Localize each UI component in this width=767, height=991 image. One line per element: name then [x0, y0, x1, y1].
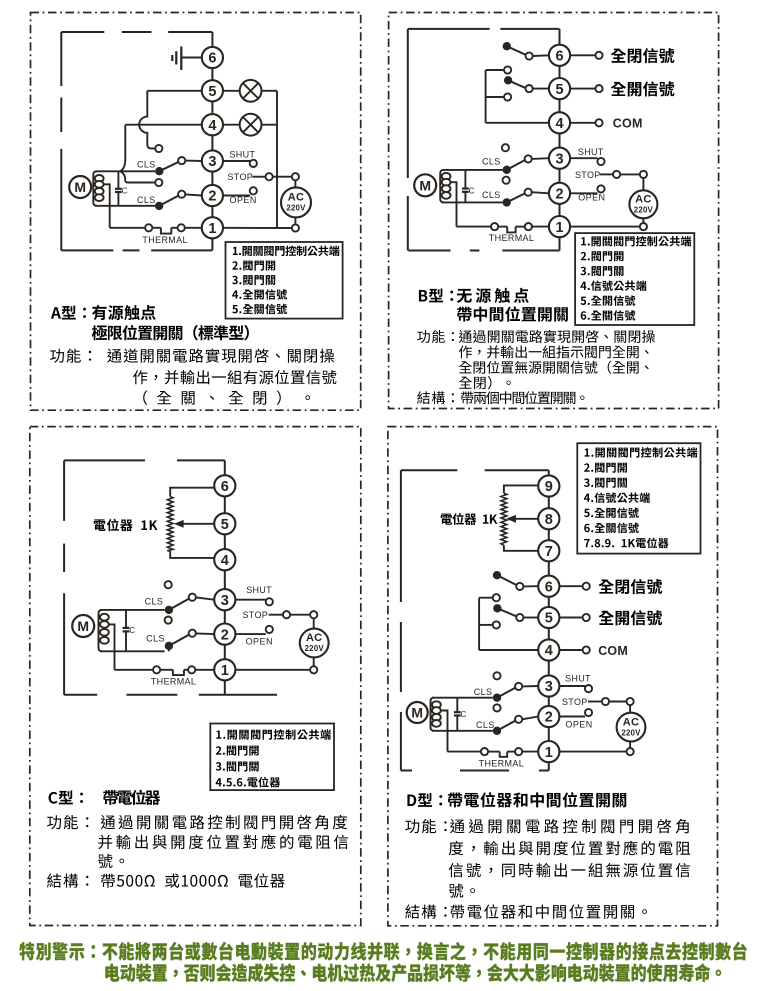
svg-text:4: 4 [555, 116, 563, 132]
svg-text:OPEN: OPEN [230, 195, 257, 205]
svg-text:9: 9 [545, 479, 553, 495]
svg-text:SHUT: SHUT [565, 674, 591, 684]
svg-text:6: 6 [555, 49, 563, 65]
svg-text:THERMAL: THERMAL [489, 233, 534, 243]
svg-text:5: 5 [545, 611, 553, 627]
svg-text:AC: AC [635, 194, 652, 206]
svg-text:OPEN: OPEN [565, 720, 592, 730]
svg-text:220V: 220V [621, 728, 641, 737]
svg-text:C: C [469, 186, 475, 195]
svg-text:SHUT: SHUT [578, 147, 604, 157]
svg-text:1: 1 [221, 663, 229, 679]
svg-text:2: 2 [221, 627, 229, 643]
svg-text:4: 4 [221, 553, 229, 569]
svg-text:1: 1 [208, 221, 216, 237]
svg-text:SHUT: SHUT [246, 585, 272, 595]
svg-text:M: M [411, 705, 423, 721]
svg-text:CLS: CLS [476, 720, 495, 730]
svg-text:THERMAL: THERMAL [479, 758, 524, 768]
svg-text:4: 4 [208, 118, 216, 134]
svg-text:3: 3 [208, 154, 216, 170]
svg-text:2: 2 [545, 710, 553, 726]
svg-text:SHUT: SHUT [230, 150, 256, 160]
svg-text:CLS: CLS [146, 633, 165, 643]
svg-text:THERMAL: THERMAL [142, 235, 187, 245]
svg-text:7: 7 [545, 544, 553, 560]
svg-text:COM: COM [598, 644, 628, 658]
svg-text:CLS: CLS [137, 195, 156, 205]
svg-text:M: M [77, 618, 89, 634]
svg-text:AC: AC [623, 716, 640, 728]
svg-text:CLS: CLS [482, 190, 501, 200]
svg-text:OPEN: OPEN [246, 637, 273, 647]
svg-text:4: 4 [545, 643, 553, 659]
svg-text:CLS: CLS [482, 157, 501, 167]
svg-text:2: 2 [555, 187, 563, 203]
svg-text:8: 8 [545, 512, 553, 528]
svg-text:3: 3 [555, 151, 563, 167]
svg-text:CLS: CLS [137, 159, 156, 169]
svg-text:M: M [419, 177, 431, 193]
svg-text:STOP: STOP [575, 170, 601, 180]
svg-text:C: C [461, 710, 467, 719]
svg-text:C: C [129, 626, 135, 635]
svg-text:1: 1 [555, 220, 563, 236]
svg-text:AC: AC [306, 632, 323, 644]
svg-text:220V: 220V [634, 206, 654, 215]
svg-text:6: 6 [545, 579, 553, 595]
svg-text:5: 5 [221, 517, 229, 533]
svg-text:1: 1 [545, 745, 553, 761]
svg-text:THERMAL: THERMAL [151, 677, 196, 687]
svg-text:220V: 220V [286, 204, 306, 213]
svg-text:5: 5 [208, 84, 216, 100]
svg-text:3: 3 [221, 593, 229, 609]
svg-text:5: 5 [555, 82, 563, 98]
svg-text:C: C [122, 187, 128, 196]
svg-text:3: 3 [545, 679, 553, 695]
svg-text:AC: AC [288, 192, 305, 204]
svg-text:6: 6 [221, 479, 229, 495]
svg-text:220V: 220V [305, 644, 325, 653]
svg-text:STOP: STOP [228, 172, 254, 182]
svg-text:OPEN: OPEN [578, 193, 605, 203]
svg-text:2: 2 [208, 189, 216, 205]
svg-text:STOP: STOP [243, 610, 269, 620]
svg-text:COM: COM [613, 117, 643, 131]
svg-text:6: 6 [208, 51, 216, 67]
svg-text:CLS: CLS [474, 687, 493, 697]
svg-text:CLS: CLS [145, 596, 164, 606]
svg-text:M: M [74, 179, 86, 195]
svg-text:STOP: STOP [562, 697, 588, 707]
